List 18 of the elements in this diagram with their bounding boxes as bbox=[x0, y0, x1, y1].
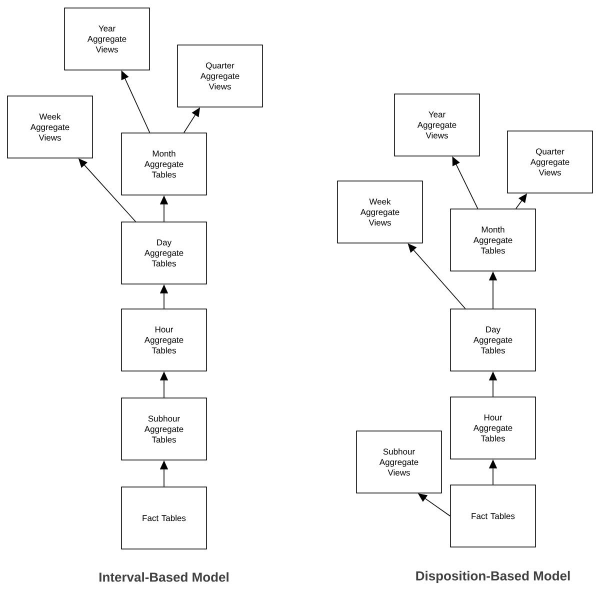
box: Year Aggregate Views bbox=[394, 94, 480, 156]
box: Subhour Aggregate Tables bbox=[121, 398, 207, 460]
box: Month Aggregate Tables bbox=[450, 208, 536, 272]
box: Fact Tables bbox=[121, 486, 207, 550]
box: Subhour Aggregate Views bbox=[356, 430, 442, 494]
box: Day Aggregate Tables bbox=[450, 308, 536, 372]
box: Month Aggregate Tables bbox=[121, 132, 207, 196]
model-title: Disposition-Based Model bbox=[416, 570, 570, 584]
box: Hour Aggregate Tables bbox=[450, 396, 536, 460]
model-title: Interval-Based Model bbox=[100, 572, 228, 582]
box: Hour Aggregate Tables bbox=[121, 308, 207, 372]
box: Quarter Aggregate Views bbox=[177, 44, 263, 108]
box: Fact Tables bbox=[450, 484, 536, 548]
box: Week Aggregate Views bbox=[337, 180, 423, 244]
box: Day Aggregate Tables bbox=[121, 222, 207, 284]
box: Quarter Aggregate Views bbox=[507, 130, 593, 194]
box: Week Aggregate Views bbox=[7, 96, 93, 158]
box: Year Aggregate Views bbox=[64, 8, 150, 70]
